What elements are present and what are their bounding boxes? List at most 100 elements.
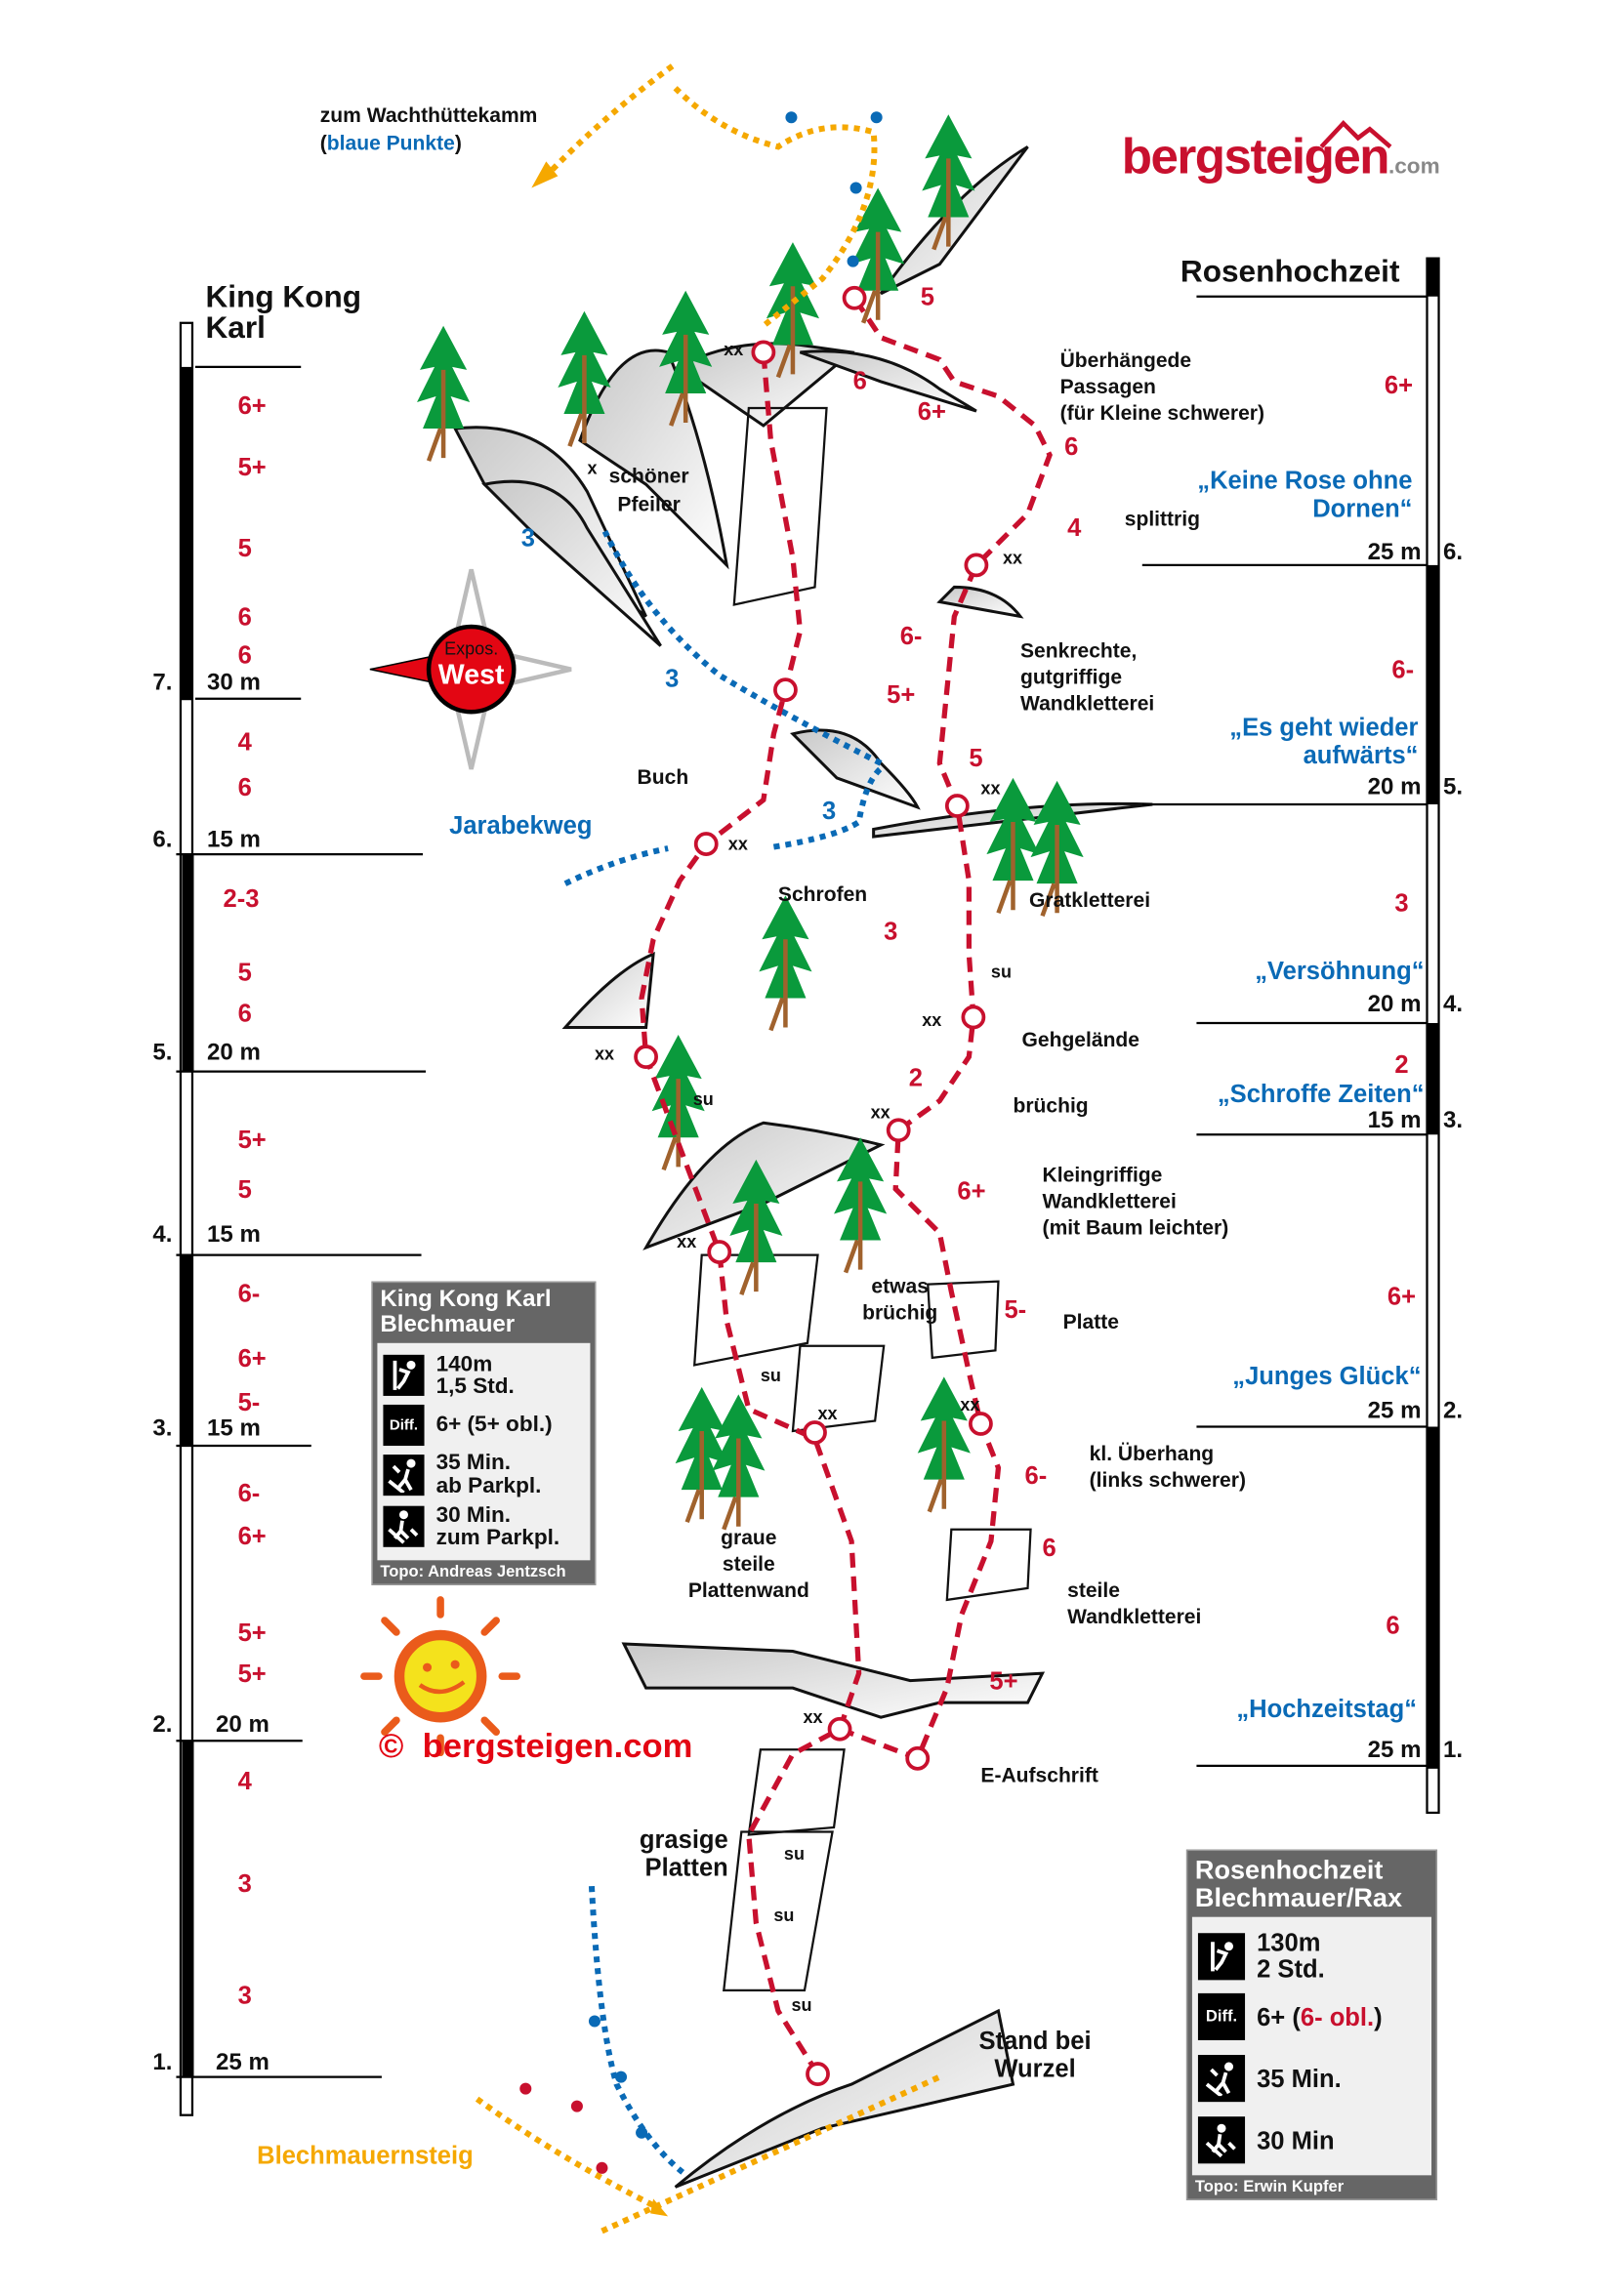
- grade: 5+: [237, 453, 267, 482]
- topo-credit: Topo: Erwin Kupfer: [1194, 2179, 1345, 2197]
- grade: 5+: [237, 1619, 267, 1648]
- sun-logo-icon: [360, 1596, 521, 1757]
- schrofen-label: Schrofen: [777, 882, 868, 906]
- pitch-length: 25 m: [216, 2050, 269, 2076]
- label-line: steile: [1067, 1578, 1120, 1602]
- title-line: Blechmauer/Rax: [1194, 1882, 1403, 1913]
- difficulty: 6+ (6- obl.): [1257, 2004, 1383, 2030]
- label-line: Passagen: [1059, 374, 1156, 398]
- label-line: steile: [722, 1551, 775, 1576]
- bergsteigen-logo[interactable]: bergsteigen.com: [1122, 132, 1440, 182]
- difficulty-close: ): [1374, 2002, 1383, 2031]
- gehgelaende-label: Gehgelände: [1021, 1027, 1140, 1051]
- anchor-mark: xx: [724, 339, 744, 360]
- route-grade: 6-: [1024, 1461, 1048, 1491]
- compass-expos: Expos.: [444, 638, 499, 660]
- pitch-name: aufwärts“: [1303, 741, 1419, 769]
- copyright-symbol: ©: [378, 1726, 404, 1765]
- approach-note: zum Wachthüttekamm: [319, 102, 538, 127]
- belay-number: 3.: [1443, 1108, 1464, 1133]
- label-line: (mit Baum leichter): [1042, 1215, 1229, 1240]
- grade: 6-: [1391, 656, 1415, 684]
- grade: 6+: [1384, 371, 1414, 399]
- grade: 5-: [237, 1388, 261, 1416]
- anchor-mark: xx: [817, 1403, 838, 1424]
- paren-close: ): [454, 130, 462, 154]
- pitch-length: 20 m: [1367, 992, 1422, 1017]
- belay-number: 2.: [152, 1712, 173, 1739]
- right-route-title: Rosenhochzeit: [1180, 255, 1400, 290]
- label-line: Wandkletterei: [1067, 1604, 1202, 1628]
- grade: 6-: [237, 1280, 261, 1308]
- pitch-name: „Schroffe Zeiten“: [1217, 1080, 1425, 1109]
- climber-icon: [1197, 1932, 1246, 1980]
- platte-label: Platte: [1062, 1309, 1119, 1333]
- pitch-length: 15 m: [207, 828, 261, 853]
- copyright-notice[interactable]: © bergsteigen.com: [378, 1726, 692, 1765]
- grade: 2-3: [223, 884, 260, 914]
- pitch-length: 15 m: [207, 1222, 261, 1249]
- label-line: Wandkletterei: [1042, 1189, 1177, 1213]
- hiker-downhill-icon: [1197, 2116, 1246, 2165]
- label-line: Stand bei: [978, 2027, 1092, 2056]
- route-grade: 3: [884, 917, 898, 946]
- route-line-rosenhochzeit: [839, 296, 1053, 1762]
- hiker-uphill-icon: [1197, 2055, 1246, 2103]
- anchor-mark: xx: [980, 777, 1001, 799]
- jarabekweg-label: Jarabekweg: [449, 811, 593, 840]
- buch-label: Buch: [637, 764, 689, 789]
- title-line-2: Karl: [205, 310, 266, 346]
- label-line: etwas: [871, 1274, 929, 1298]
- jarabek-grade: 3: [665, 665, 680, 693]
- label-line: grasige: [639, 1825, 728, 1855]
- sun-mark: su: [783, 1843, 805, 1865]
- jarabek-grade: 3: [822, 797, 837, 826]
- label-line: Pfeiler: [617, 491, 681, 515]
- jarabek-grade: 3: [520, 523, 536, 553]
- label-line: brüchig: [862, 1300, 938, 1325]
- logo-main: bergsteigen: [1121, 129, 1390, 185]
- climb-time: 2 Std.: [1257, 1954, 1325, 1983]
- red-dots: [519, 2082, 608, 2174]
- route-grade: 5: [920, 283, 934, 311]
- approach-time: 35 Min.: [435, 1450, 512, 1476]
- route-grade: 4: [1067, 513, 1082, 542]
- topo-credit: Topo: Andreas Jentzsch: [380, 1563, 566, 1581]
- grade: 6+: [1387, 1283, 1417, 1311]
- anchor-mark: xx: [1002, 547, 1023, 568]
- pitch-length: 30 m: [207, 671, 261, 696]
- grade: 6: [237, 641, 252, 670]
- compass-west: West: [437, 660, 505, 692]
- label-line: Kleingriffige: [1042, 1162, 1163, 1186]
- route-grade: 6+: [957, 1176, 986, 1206]
- label-line: graue: [721, 1525, 777, 1549]
- grade: 5: [237, 1175, 252, 1204]
- title-line: King Kong Karl: [380, 1287, 552, 1313]
- grade: 6+: [237, 391, 267, 421]
- pitch-name: „Hochzeitstag“: [1236, 1695, 1417, 1724]
- label-line: Senkrechte,: [1020, 638, 1138, 663]
- route-line-king-kong-karl: [639, 351, 862, 2075]
- bruechig-label: brüchig: [1013, 1093, 1089, 1118]
- label-line: (links schwerer): [1089, 1467, 1246, 1492]
- grade: 6+: [237, 1522, 267, 1550]
- approach-time: 35 Min.: [1257, 2064, 1342, 2093]
- logo-mountain-icon: [1319, 120, 1392, 149]
- pitch-length: 15 m: [1367, 1108, 1422, 1133]
- label-line: (für Kleine schwerer): [1059, 401, 1264, 426]
- approach-from: ab Parkpl.: [435, 1473, 542, 1498]
- grade: 4: [237, 727, 252, 757]
- belay-number: 4.: [1443, 992, 1464, 1017]
- label-line: Wurzel: [994, 2054, 1076, 2083]
- pitch-length: 20 m: [1367, 774, 1422, 800]
- pitch-name: „Es geht wieder: [1229, 713, 1419, 742]
- anchor-mark: xx: [677, 1231, 697, 1252]
- belay-number: 1.: [152, 2050, 173, 2076]
- orange-approach-path: [475, 63, 941, 2234]
